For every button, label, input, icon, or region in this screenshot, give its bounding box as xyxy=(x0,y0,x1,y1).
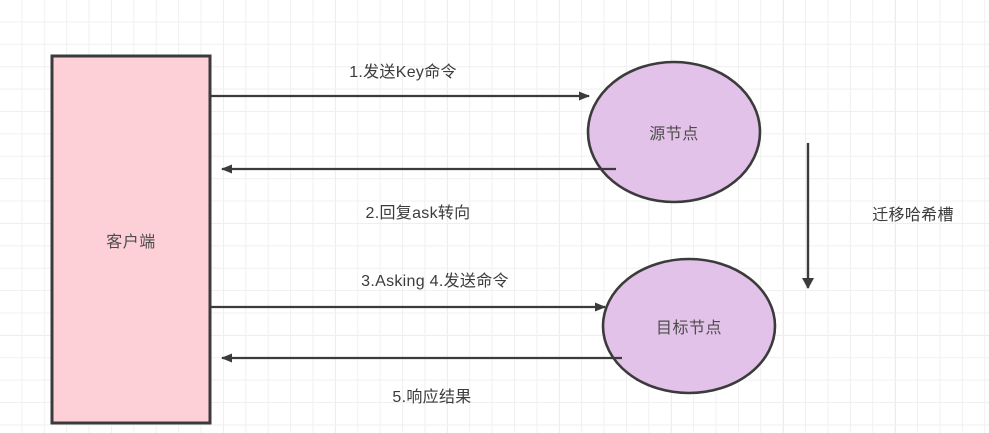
node-source-shape[interactable] xyxy=(586,60,762,204)
edge-3-label: 3.Asking 4.发送命令 xyxy=(361,273,509,290)
edge-1-label: 1.发送Key命令 xyxy=(349,64,457,81)
edge-2-label: 2.回复ask转向 xyxy=(365,205,471,222)
node-client-shape[interactable] xyxy=(50,54,212,425)
edge-migrate-label: 迁移哈希槽 xyxy=(872,207,954,224)
edge-5-label: 5.响应结果 xyxy=(392,389,472,406)
node-target-shape[interactable] xyxy=(601,257,777,395)
